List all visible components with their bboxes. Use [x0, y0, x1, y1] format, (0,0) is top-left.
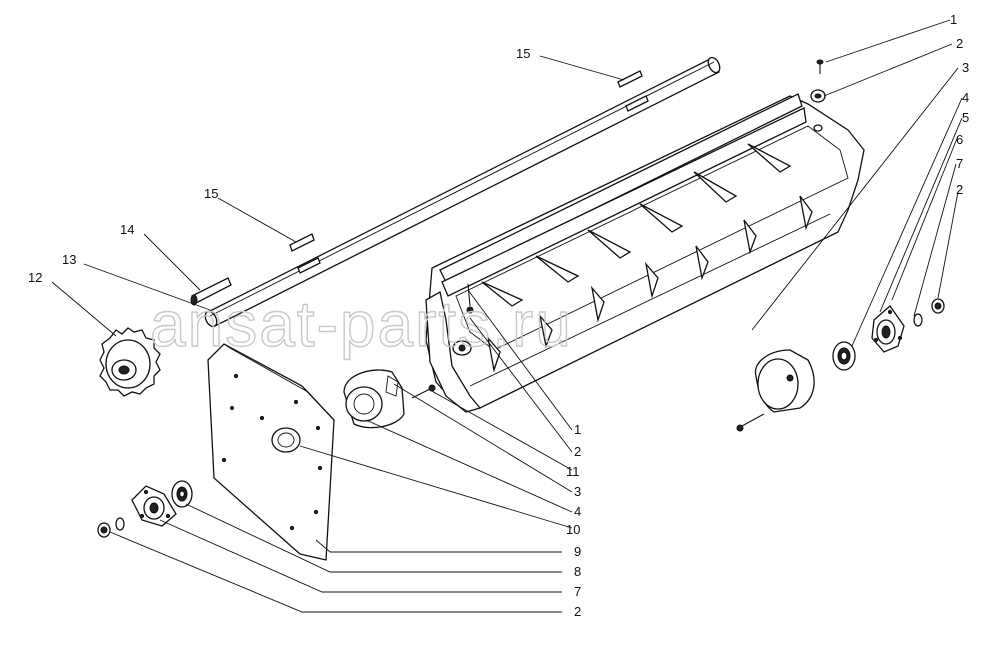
- callout-5-right: 5: [962, 110, 969, 125]
- bearing-left: [171, 480, 193, 508]
- housing-body: [425, 93, 865, 413]
- callout-4-center: 4: [574, 504, 581, 519]
- screw-top: [816, 59, 824, 74]
- leader-lines: [51, 19, 963, 613]
- callout-2-right: 2: [956, 182, 963, 197]
- watermark-text: ansat-parts.ru: [150, 288, 573, 360]
- callout-2-center: 2: [574, 444, 581, 459]
- flange-housing-right: [871, 305, 905, 353]
- callout-labels: 1 2 3 4 5 6 7 2 15 15 14 13 12 1 2 11 3 …: [28, 12, 969, 619]
- shaft-key-lower: [289, 233, 321, 274]
- bearing-right: [832, 341, 856, 371]
- callout-12: 12: [28, 270, 42, 285]
- nut-top: [810, 89, 826, 103]
- callout-9: 9: [574, 544, 581, 559]
- washer-left: [115, 517, 125, 531]
- shaft-key-upper: [617, 70, 649, 112]
- callout-6-right: 6: [956, 132, 963, 147]
- callout-13: 13: [62, 252, 76, 267]
- washer-right: [913, 313, 923, 327]
- callout-7-right: 7: [956, 156, 963, 171]
- callout-8: 8: [574, 564, 581, 579]
- eccentric-bushing: [343, 369, 405, 429]
- nut-right: [931, 298, 945, 314]
- callout-14: 14: [120, 222, 134, 237]
- callout-10: 10: [566, 522, 580, 537]
- nut-left: [97, 522, 111, 538]
- mounting-plate: [207, 343, 335, 561]
- callout-1-top: 1: [950, 12, 957, 27]
- callout-3-right: 3: [962, 60, 969, 75]
- callout-11: 11: [566, 464, 580, 479]
- callout-15-top: 15: [516, 46, 530, 61]
- end-key: [190, 277, 232, 306]
- callout-2-bottom: 2: [574, 604, 581, 619]
- sprocket: [99, 327, 161, 397]
- callout-7-bottom: 7: [574, 584, 581, 599]
- callout-2-top: 2: [956, 36, 963, 51]
- bearing-cup: [754, 349, 815, 413]
- flange-housing-left: [131, 485, 177, 527]
- callout-4-right: 4: [962, 90, 969, 105]
- callout-15-left: 15: [204, 186, 218, 201]
- callout-3-center: 3: [574, 484, 581, 499]
- callout-1-center: 1: [574, 422, 581, 437]
- set-screw: [411, 384, 436, 399]
- cup-screw: [736, 413, 765, 432]
